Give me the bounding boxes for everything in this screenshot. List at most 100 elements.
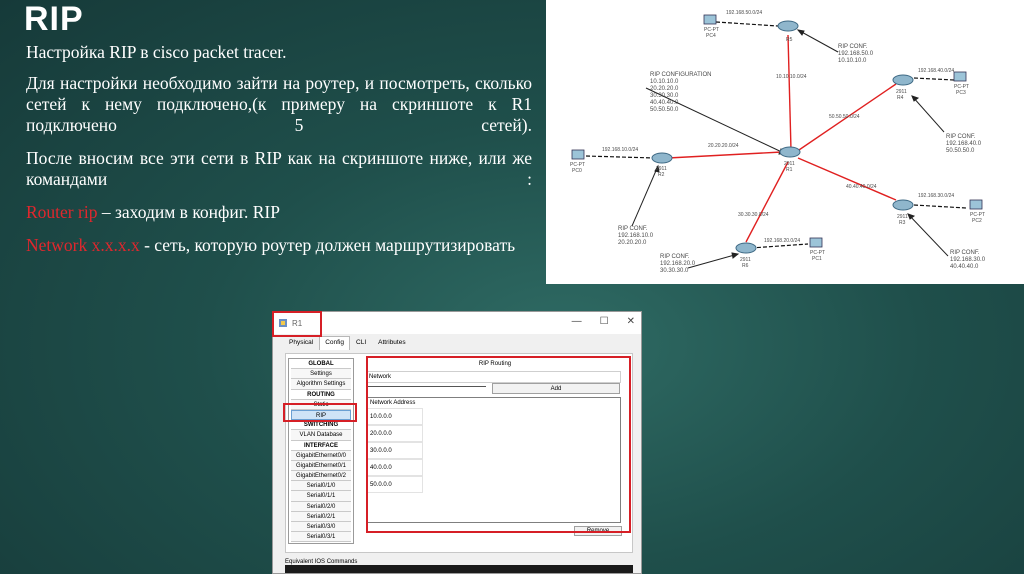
network-address-row[interactable]: 10.0.0.0 (367, 408, 423, 425)
menu-item-gig0-2[interactable]: GigabitEthernet0/2 (291, 471, 351, 482)
svg-text:40.40.40.0/24: 40.40.40.0/24 (846, 184, 877, 190)
pc1-icon (809, 237, 823, 248)
svg-text:PC-PT: PC-PT (954, 84, 969, 90)
svg-text:192.168.30.0/24: 192.168.30.0/24 (918, 193, 954, 199)
menu-item-settings[interactable]: Settings (291, 369, 351, 380)
menu-item-serial0-2-0[interactable]: Serial0/2/0 (291, 501, 351, 512)
link-r1-r4 (795, 83, 897, 153)
pc0-icon (571, 149, 585, 160)
svg-text:192.168.10.0/24: 192.168.10.0/24 (602, 147, 638, 153)
svg-text:20.20.20.0/24: 20.20.20.0/24 (708, 143, 739, 149)
svg-text:RIP CONF.: RIP CONF. (950, 250, 980, 256)
menu-item-serial0-1-0[interactable]: Serial0/1/0 (291, 481, 351, 492)
command-router-rip-desc: – заходим в конфиг. RIP (97, 202, 280, 222)
menu-header-switching: SWITCHING (291, 420, 351, 431)
svg-text:PC-PT: PC-PT (970, 212, 985, 218)
menu-item-gig0-1[interactable]: GigabitEthernet0/1 (291, 460, 351, 472)
subtitle: Настройка RIP в cisco packet tracer. (26, 42, 287, 62)
menu-item-serial0-2-1[interactable]: Serial0/2/1 (291, 511, 351, 522)
svg-text:50.50.50.0: 50.50.50.0 (946, 148, 975, 154)
menu-item-static[interactable]: Static (291, 399, 351, 410)
svg-text:PC4: PC4 (706, 33, 716, 39)
svg-text:192.168.50.0: 192.168.50.0 (838, 51, 874, 57)
menu-item-algorithm-settings[interactable]: Algorithm Settings (291, 379, 351, 390)
menu-item-serial0-3-0[interactable]: Serial0/3/0 (291, 522, 351, 533)
pc3-icon (953, 71, 967, 82)
svg-text:RIP CONF.: RIP CONF. (660, 254, 690, 260)
svg-text:R3: R3 (899, 220, 906, 226)
command-network: Network x.x.x.x - сеть, которую роутер д… (26, 235, 532, 256)
svg-text:RIP CONFIGURATION: RIP CONFIGURATION (650, 72, 711, 78)
equivalent-ios-label: Equivalent IOS Commands (285, 559, 358, 565)
svg-text:50.50.50.0: 50.50.50.0 (650, 107, 679, 113)
arrow-note1 (797, 29, 839, 53)
menu-header-interface: INTERFACE (291, 440, 351, 451)
pc4-icon (703, 14, 717, 25)
menu-item-serial0-3-1[interactable]: Serial0/3/1 (291, 532, 351, 543)
menu-header-global: GLOBAL (291, 359, 351, 370)
command-network-desc: - сеть, которую роутер должен маршрутизи… (139, 235, 516, 255)
window-title: R1 (292, 318, 303, 328)
svg-text:10.10.10.0: 10.10.10.0 (838, 58, 867, 64)
menu-item-serial0-1-1[interactable]: Serial0/1/1 (291, 491, 351, 502)
svg-text:2911: 2911 (656, 166, 667, 172)
svg-text:PC-PT: PC-PT (704, 27, 719, 33)
router-r3-icon (892, 199, 914, 211)
menu-item-vlan-database[interactable]: VLAN Database (291, 430, 351, 441)
network-address-row[interactable]: 20.0.0.0 (367, 425, 423, 442)
network-address-row[interactable]: 50.0.0.0 (367, 476, 423, 493)
svg-text:R6: R6 (742, 263, 749, 269)
config-menu: GLOBAL Settings Algorithm Settings ROUTI… (288, 358, 354, 544)
tab-attributes[interactable]: Attributes (378, 339, 406, 346)
command-network-keyword: Network x.x.x.x (26, 235, 140, 255)
svg-text:192.168.10.0: 192.168.10.0 (618, 233, 654, 239)
maximize-button[interactable]: ☐ (599, 316, 609, 327)
window-controls: — ☐ ✕ (572, 316, 635, 327)
close-button[interactable]: ✕ (626, 316, 635, 327)
tab-physical[interactable]: Physical (289, 339, 314, 346)
topology-diagram: 192.168.50.0/24 192.168.40.0/24 192.168.… (546, 0, 1024, 284)
link-r6-pc1 (750, 243, 809, 249)
link-r4-pc3 (913, 77, 955, 81)
svg-text:PC2: PC2 (972, 218, 982, 224)
svg-text:50.50.50.0/24: 50.50.50.0/24 (829, 114, 860, 120)
network-address-row[interactable]: 40.0.0.0 (367, 459, 423, 476)
svg-text:10.10.10.0: 10.10.10.0 (650, 79, 679, 85)
tab-config[interactable]: Config (319, 336, 351, 350)
network-input[interactable]: Network (366, 371, 621, 383)
slide-title: RIP (24, 0, 84, 38)
svg-text:PC-PT: PC-PT (570, 162, 585, 168)
config-body: GLOBAL Settings Algorithm Settings ROUTI… (285, 353, 633, 553)
link-r5-r1 (787, 34, 792, 151)
ios-command-console (285, 565, 633, 573)
link-r2-r1 (667, 151, 783, 159)
network-address-list: Network Address 10.0.0.0 20.0.0.0 30.0.0… (366, 397, 621, 523)
svg-text:R2: R2 (658, 172, 665, 178)
add-button[interactable]: Add (492, 383, 620, 394)
menu-item-rip[interactable]: RIP (291, 409, 351, 421)
svg-text:PC-PT: PC-PT (810, 250, 825, 256)
svg-text:PC1: PC1 (812, 256, 822, 262)
svg-text:20.20.20.0: 20.20.20.0 (650, 86, 679, 92)
packet-tracer-icon (279, 319, 287, 327)
svg-text:R5: R5 (786, 37, 793, 43)
link-r1-r6 (745, 161, 789, 243)
svg-text:192.168.40.0/24: 192.168.40.0/24 (918, 68, 954, 74)
minimize-button[interactable]: — (571, 316, 582, 327)
tab-bar: Physical Config CLI Attributes (273, 336, 641, 350)
svg-text:30.30.30.0: 30.30.30.0 (650, 93, 679, 99)
network-address-row[interactable]: 30.0.0.0 (367, 442, 423, 459)
slide-text: Настройка RIP в cisco packet tracer. Для… (26, 42, 532, 268)
svg-text:RIP CONF.: RIP CONF. (618, 226, 648, 232)
svg-text:20.20.20.0: 20.20.20.0 (618, 240, 647, 246)
svg-text:30.30.30.0/24: 30.30.30.0/24 (738, 212, 769, 218)
command-router-rip-keyword: Router rip (26, 202, 98, 222)
svg-text:30.30.30.0: 30.30.30.0 (660, 268, 689, 274)
menu-item-gig0-0[interactable]: GigabitEthernet0/0 (291, 450, 351, 461)
router-r5-icon (777, 20, 799, 32)
svg-text:RIP CONF.: RIP CONF. (838, 44, 868, 50)
pc2-icon (969, 199, 983, 210)
tab-cli[interactable]: CLI (356, 339, 367, 346)
link-r3-pc2 (913, 204, 967, 209)
remove-button[interactable]: Remove (574, 526, 622, 536)
